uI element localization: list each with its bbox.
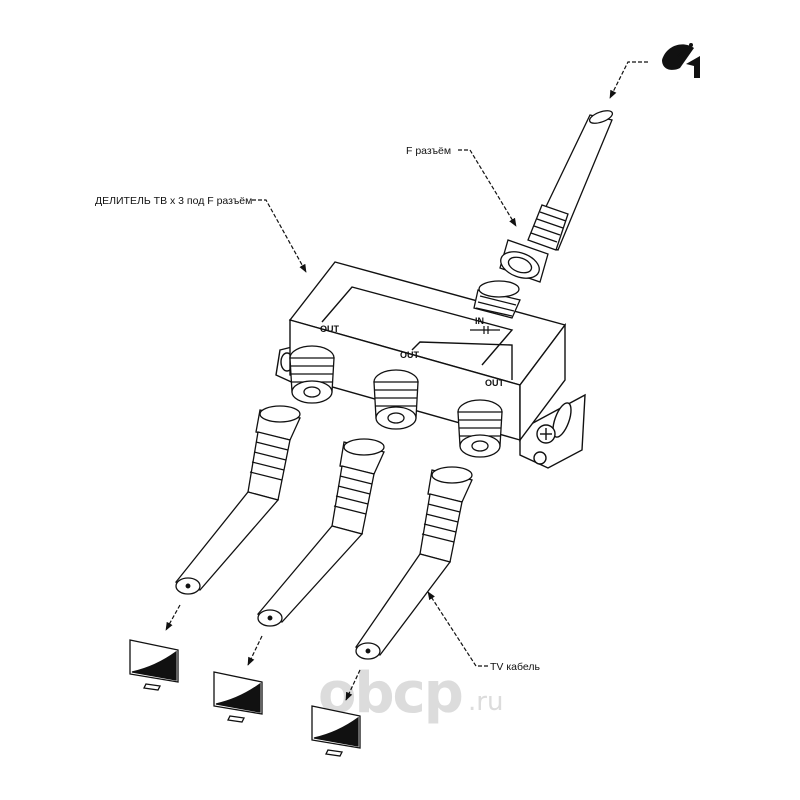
- f-connector-label: F разъём: [406, 145, 451, 157]
- input-cable: [499, 110, 614, 283]
- splitter-output-port-3: [457, 399, 503, 458]
- splitter-input-port: [473, 280, 521, 319]
- splitter-output-port-2: [373, 369, 419, 430]
- tv-cable-label-arrow: [427, 591, 488, 667]
- tv-icon: [213, 671, 263, 723]
- out-port-label-2: OUT: [400, 350, 420, 360]
- output-cable-2: [256, 438, 385, 627]
- splitter-output-port-1: [289, 345, 335, 404]
- out-port-label-3: OUT: [485, 378, 505, 388]
- watermark-domain: .ru: [468, 687, 503, 717]
- tv-icon: [311, 705, 361, 757]
- in-port-label: IN: [475, 316, 484, 326]
- dish-arrow: [609, 61, 648, 99]
- splitter-label-arrow: [252, 199, 307, 273]
- f-connector-label-arrow: [458, 149, 517, 227]
- output-cable-3: [354, 466, 473, 660]
- out-port-label-1: OUT: [320, 324, 340, 334]
- tv-arrows: [165, 604, 361, 701]
- tv-cable-label: TV кабель: [490, 661, 541, 673]
- output-cable-1: [174, 405, 301, 595]
- satellite-dish-icon: [662, 43, 700, 78]
- in-port-marker: [470, 326, 500, 334]
- splitter-label: ДЕЛИТЕЛЬ ТВ х 3 под F разъём: [95, 195, 252, 207]
- tv-icon: [129, 639, 179, 691]
